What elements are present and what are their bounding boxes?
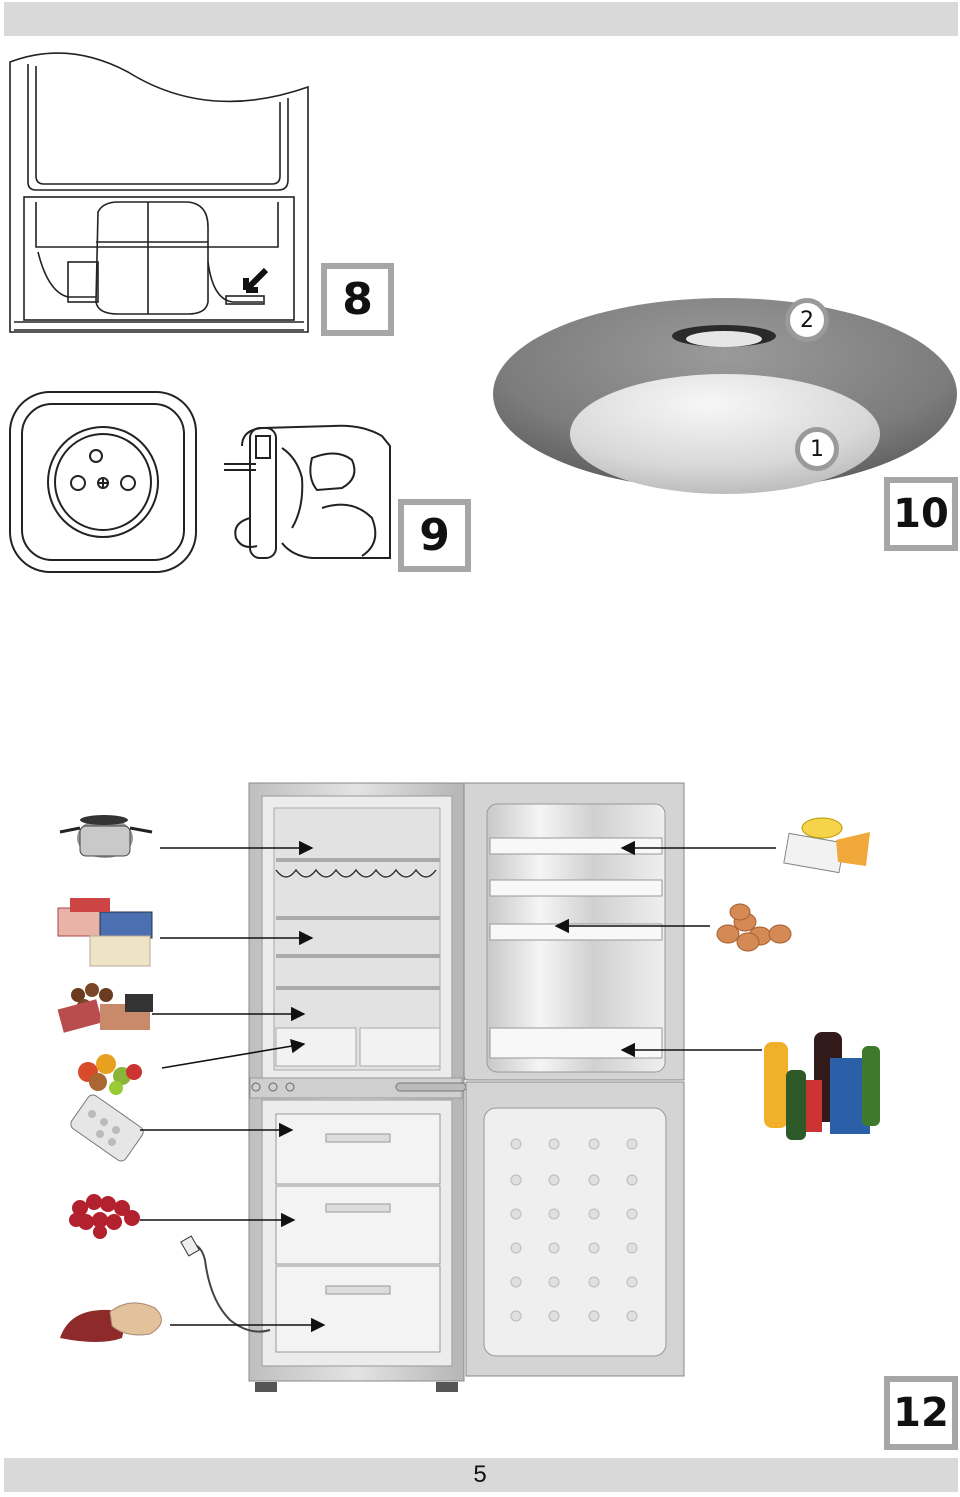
plug-in-hand-illustration — [224, 424, 391, 559]
figure-number-10: 10 — [884, 477, 958, 551]
compressor-compartment-illustration — [9, 52, 309, 333]
figure-number-12: 12 — [884, 1376, 958, 1450]
header-band — [4, 2, 958, 36]
fridge-storage-diagram — [57, 782, 880, 1392]
lamp-cover-callout: 1 — [795, 427, 839, 471]
page-number: 5 — [473, 1461, 487, 1488]
lamp-bulb-callout: 2 — [785, 298, 829, 342]
figure-number-9: 9 — [398, 499, 471, 572]
wall-socket-illustration — [9, 391, 197, 573]
footer-band — [4, 1458, 958, 1492]
ceiling-lamp-illustration — [493, 298, 957, 494]
figure-number-8: 8 — [321, 263, 394, 336]
